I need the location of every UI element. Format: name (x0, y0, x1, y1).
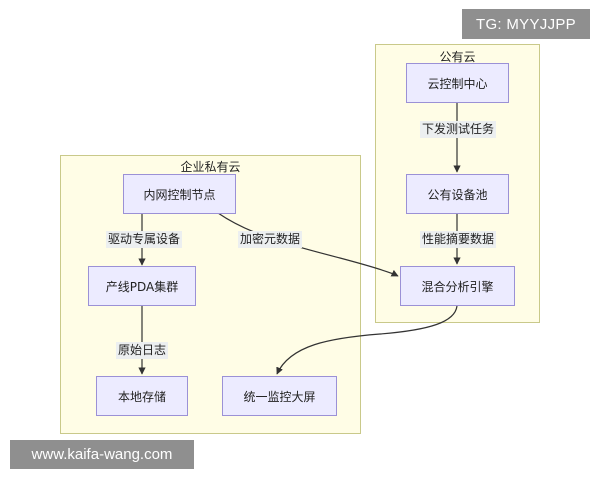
label-drive-devices: 驱动专属设备 (106, 231, 183, 248)
label-issue-tasks: 下发测试任务 (420, 121, 497, 138)
watermark-tg: TG: MYYJJPP (462, 9, 590, 39)
node-mixed-engine[interactable]: 混合分析引擎 (400, 266, 515, 306)
node-pda-cluster[interactable]: 产线PDA集群 (88, 266, 196, 306)
node-public-pool[interactable]: 公有设备池 (406, 174, 509, 214)
node-intranet-control[interactable]: 内网控制节点 (123, 174, 236, 214)
watermark-site: www.kaifa-wang.com (10, 440, 194, 469)
label-perf-summary: 性能摘要数据 (420, 231, 497, 248)
node-local-storage[interactable]: 本地存储 (96, 376, 188, 416)
label-raw-logs: 原始日志 (116, 342, 169, 359)
edge-engine-to-dashboard (276, 305, 458, 375)
label-encrypt-meta: 加密元数据 (238, 231, 303, 248)
node-cloud-control[interactable]: 云控制中心 (406, 63, 509, 103)
public-cloud-title: 公有云 (439, 50, 476, 64)
node-dashboard[interactable]: 统一监控大屏 (222, 376, 337, 416)
edge-encrypt-meta (217, 212, 399, 277)
enterprise-cloud-title: 企业私有云 (180, 160, 241, 174)
